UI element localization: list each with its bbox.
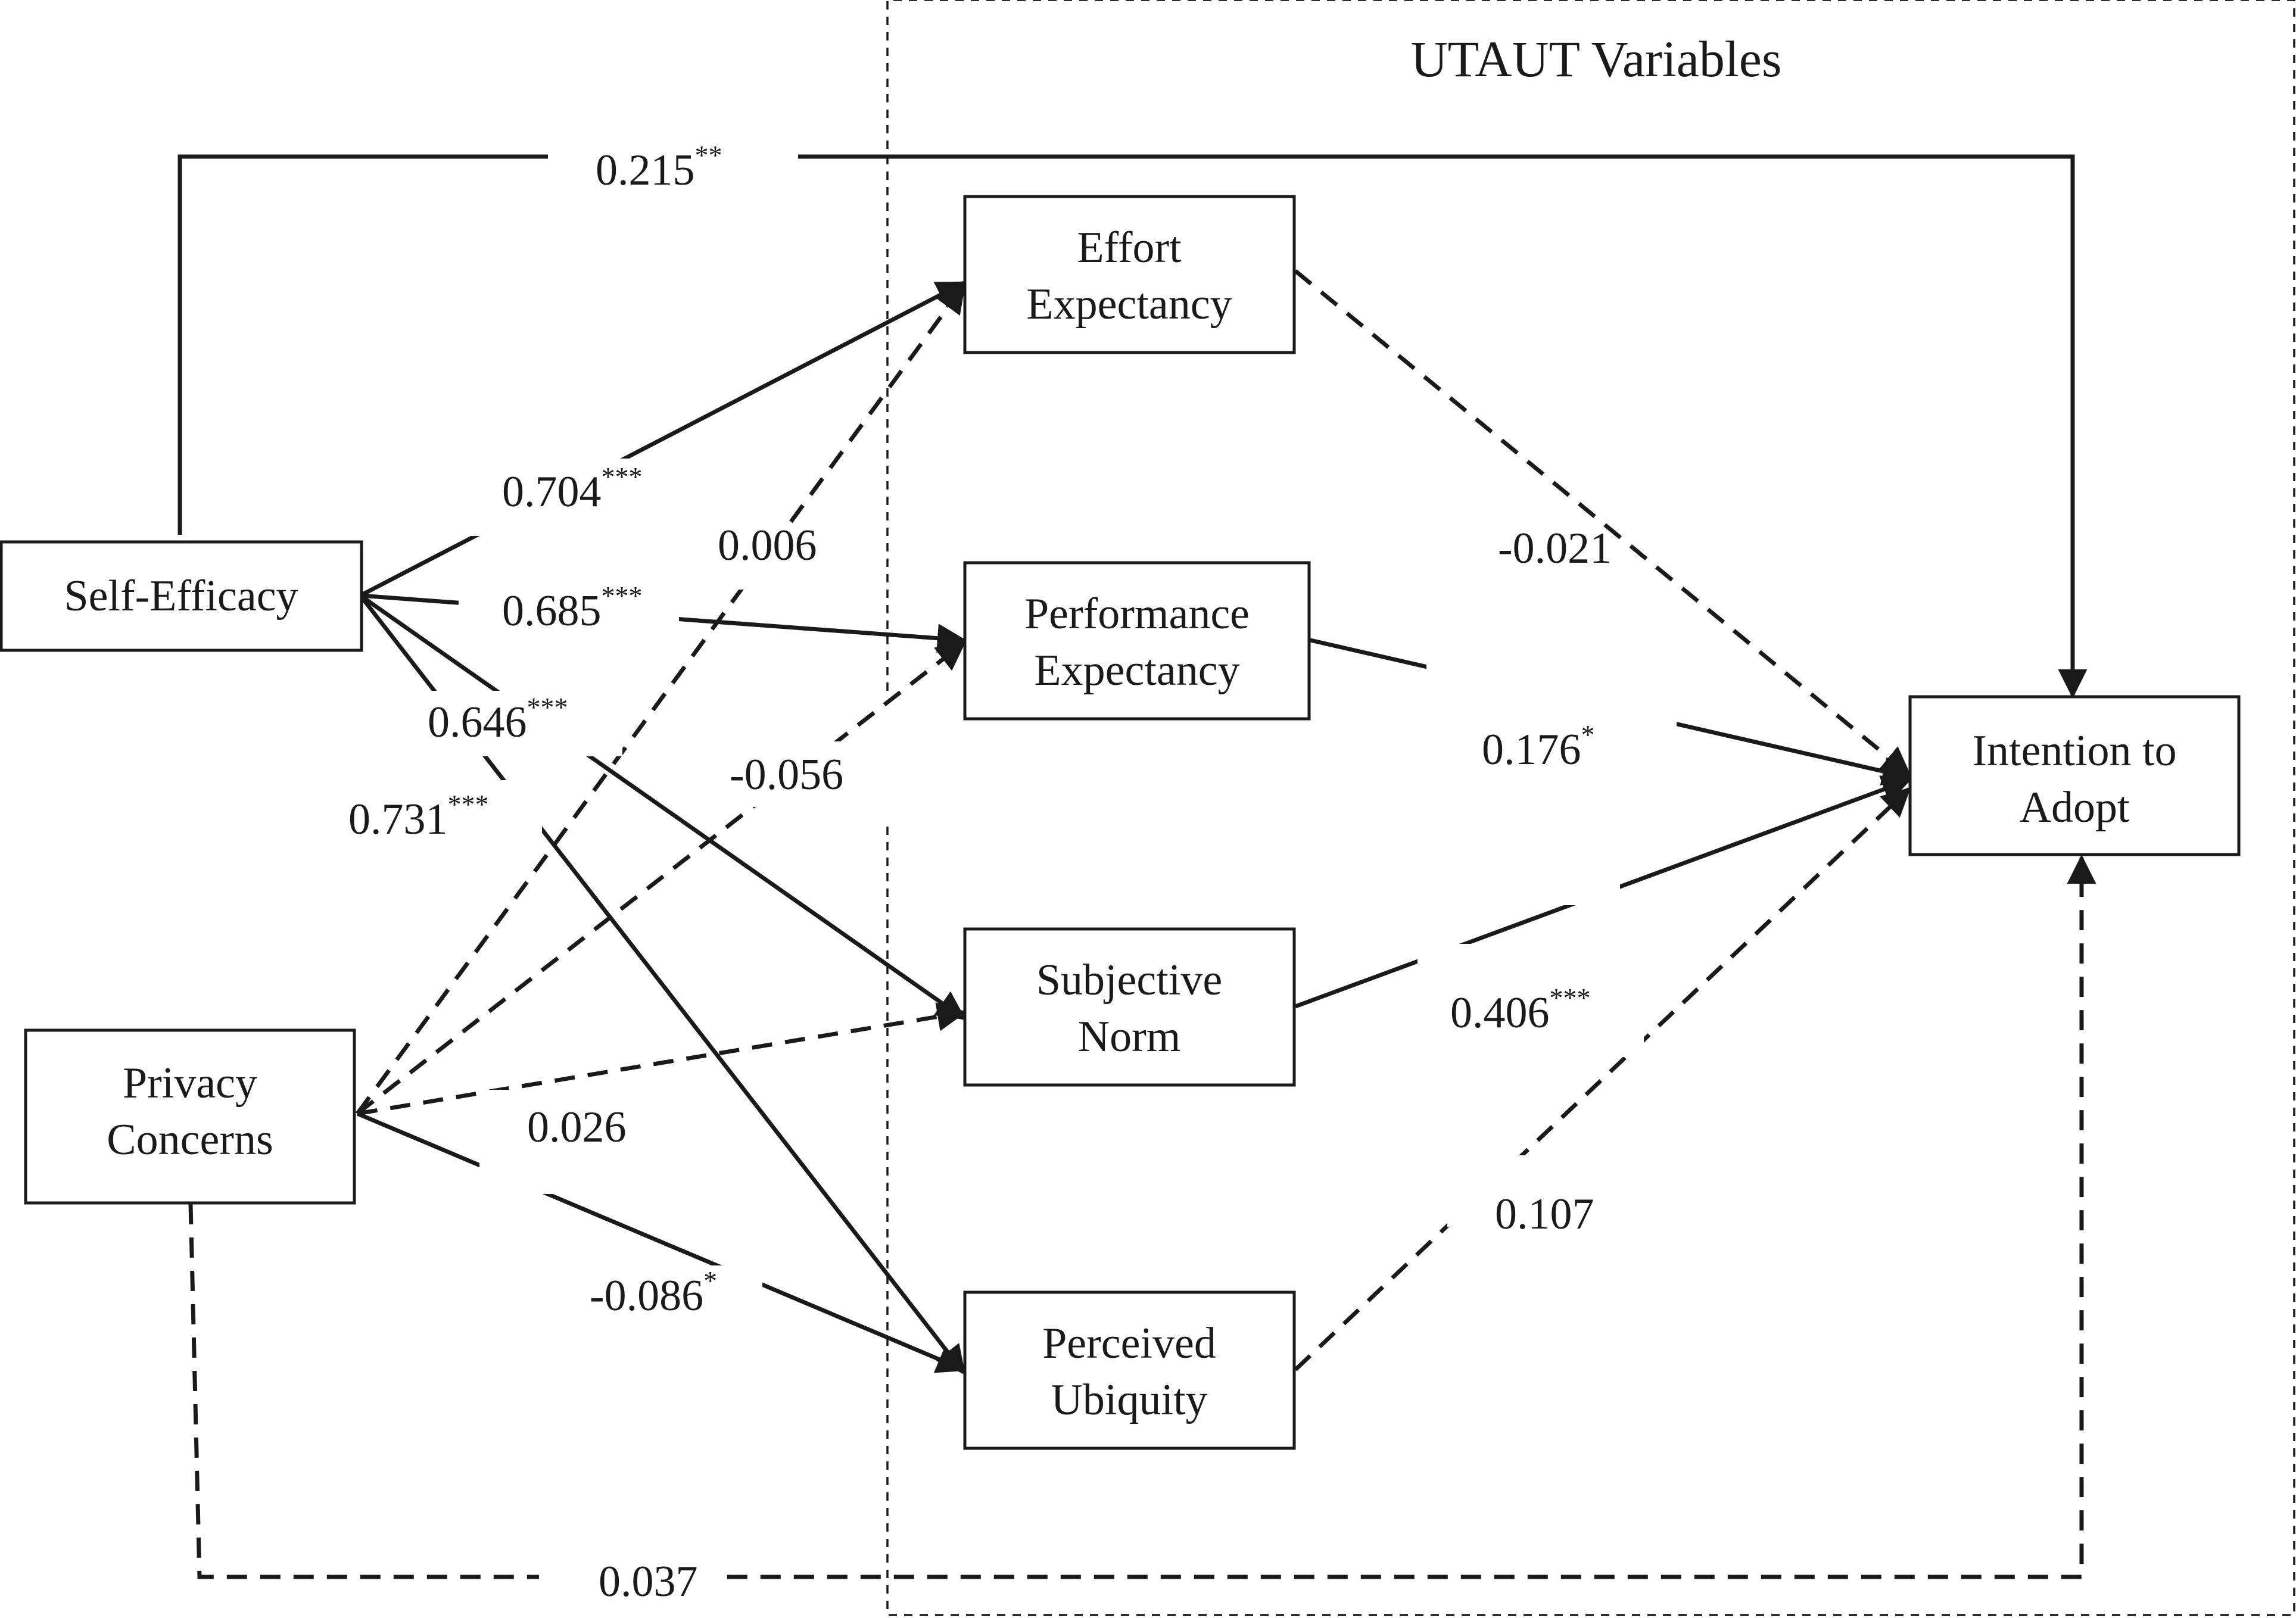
node-self-efficacy-label: Self-Efficacy: [64, 572, 298, 621]
node-effort-expectancy-label-line2: Expectancy: [1026, 280, 1232, 329]
node-effort-expectancy: Effort Expectancy: [963, 195, 1296, 354]
coef-label-subjective-norm-to-intention: 0.406***: [1450, 983, 1591, 1037]
node-privacy-concerns-label-line2: Concerns: [107, 1115, 273, 1164]
coef-label-privacy-to-performance-expectancy: -0.056: [730, 750, 843, 799]
coef-label-self-efficacy-to-intention: 0.215**: [596, 140, 722, 195]
node-effort-expectancy-label-line1: Effort: [1077, 223, 1182, 272]
node-intention-to-adopt-label-line2: Adopt: [2020, 783, 2130, 832]
utaut-group-title: UTAUT Variables: [1411, 30, 1782, 88]
path-self-efficacy-to-intention: [177, 154, 2088, 699]
node-subjective-norm-label-line1: Subjective: [1036, 956, 1222, 1005]
node-intention-to-adopt-label-line1: Intention to: [1972, 727, 2176, 775]
coef-label-self-efficacy-to-effort-expectancy: 0.704***: [502, 462, 643, 516]
utaut-group: UTAUT Variables: [886, 0, 2295, 1616]
node-intention-to-adopt: Intention to Adopt: [1908, 695, 2241, 856]
coef-label-performance-expectancy-to-intention: 0.176*: [1482, 719, 1595, 774]
label-backgrounds: [339, 131, 1677, 1605]
node-perceived-ubiquity-label-line2: Ubiquity: [1051, 1376, 1207, 1424]
coef-label-privacy-to-effort-expectancy: 0.006: [718, 521, 817, 570]
node-perceived-ubiquity: Perceived Ubiquity: [963, 1290, 1296, 1450]
constructs: Self-Efficacy Privacy Concerns Effort Ex…: [0, 195, 2241, 1450]
path-privacy-to-effort-expectancy: [356, 283, 965, 1115]
node-performance-expectancy-label-line2: Expectancy: [1034, 646, 1239, 695]
utaut-group-frame: [886, 0, 2295, 1616]
coef-label-self-efficacy-to-performance-expectancy: 0.685***: [502, 581, 643, 635]
node-performance-expectancy: Performance Expectancy: [963, 561, 1311, 721]
node-privacy-concerns-label-line1: Privacy: [123, 1059, 257, 1108]
coef-label-privacy-to-perceived-ubiquity: -0.086*: [590, 1265, 717, 1320]
coef-label-perceived-ubiquity-to-intention: 0.107: [1495, 1190, 1594, 1239]
path-self-efficacy-to-effort-expectancy: [359, 280, 967, 598]
path-privacy-to-perceived-ubiquity: [356, 1111, 967, 1373]
node-privacy-concerns: Privacy Concerns: [24, 1028, 356, 1205]
node-self-efficacy: Self-Efficacy: [0, 540, 363, 652]
node-subjective-norm-label-line2: Norm: [1078, 1012, 1181, 1061]
coef-label-privacy-to-intention: 0.037: [599, 1557, 698, 1606]
coef-label-self-efficacy-to-subjective-norm: 0.646***: [428, 692, 568, 747]
node-perceived-ubiquity-label-line1: Perceived: [1042, 1319, 1216, 1368]
path-privacy-to-intention: [188, 855, 2096, 1579]
coef-label-privacy-to-subjective-norm: 0.026: [527, 1103, 627, 1152]
path-self-efficacy-to-subjective-norm: [359, 594, 967, 1020]
path-perceived-ubiquity-to-intention: [1294, 787, 1911, 1371]
coef-label-effort-expectancy-to-intention: -0.021: [1498, 524, 1612, 573]
node-performance-expectancy-label-line1: Performance: [1024, 590, 1250, 638]
node-subjective-norm: Subjective Norm: [963, 927, 1296, 1087]
path-privacy-to-subjective-norm: [357, 1002, 967, 1116]
coefficient-labels: 0.215** 0.704*** 0.006 0.685*** 0.646***…: [348, 140, 1612, 1606]
coef-label-self-efficacy-to-perceived-ubiquity: 0.731***: [348, 789, 489, 844]
path-privacy-to-performance-expectancy: [356, 641, 966, 1115]
